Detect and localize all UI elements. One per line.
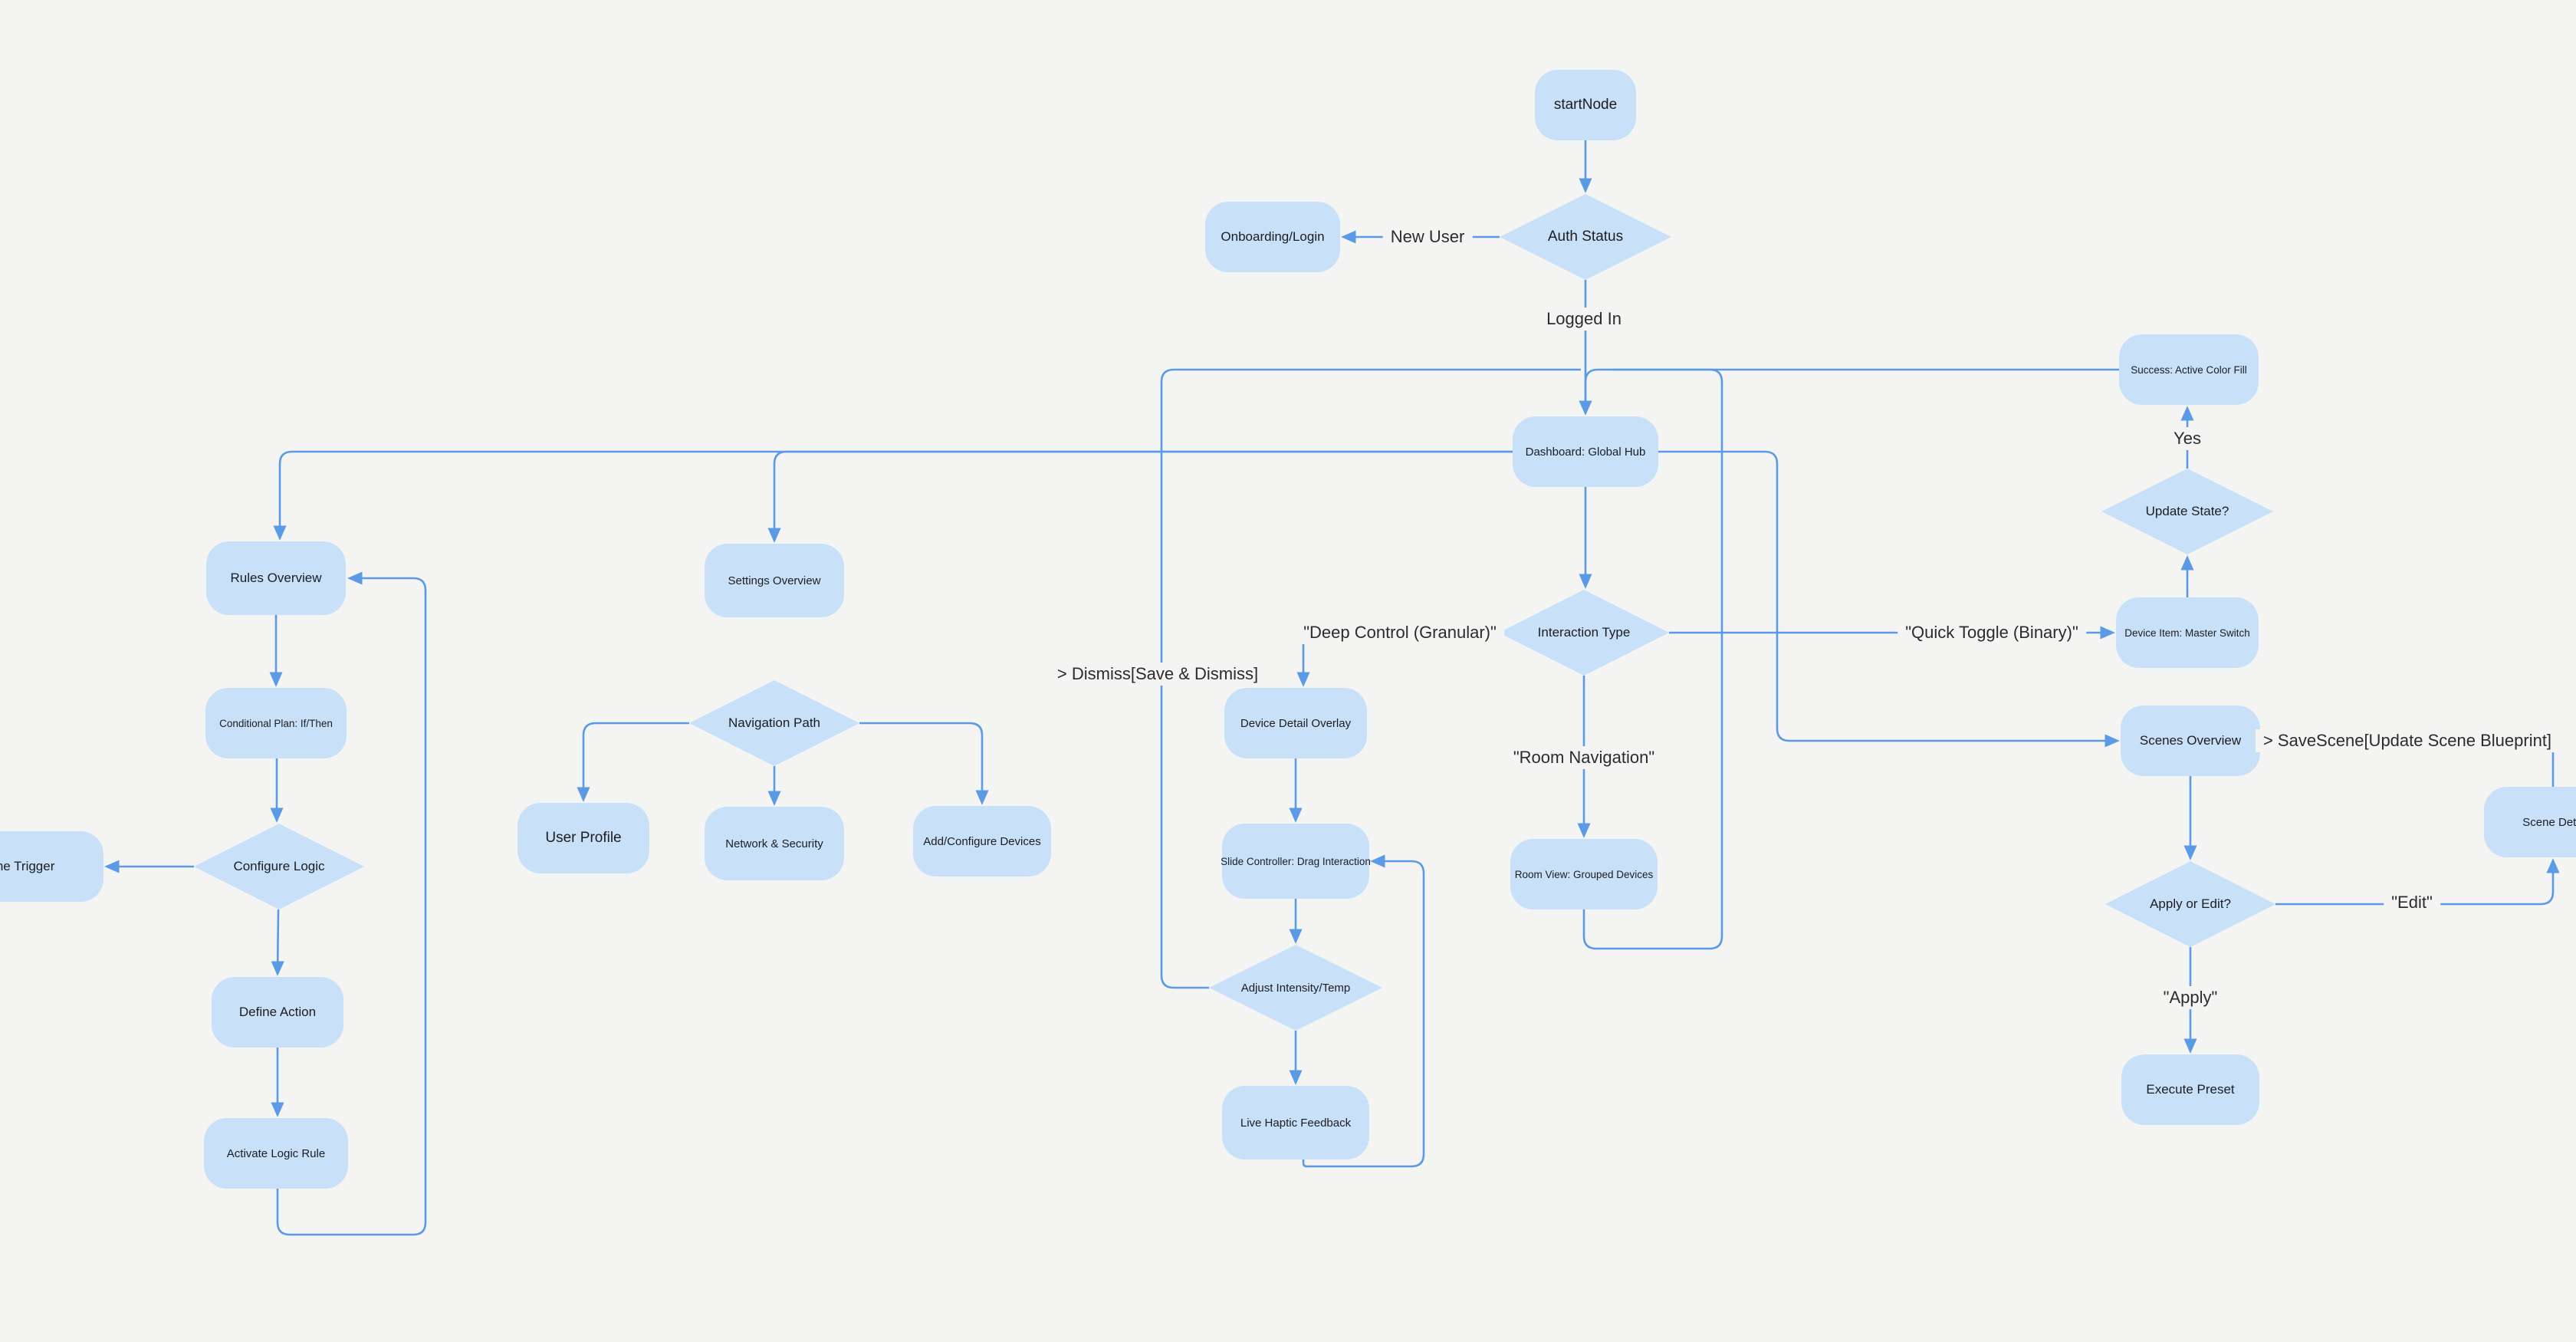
node-label: Conditional Plan: If/Then xyxy=(219,717,333,729)
edge-label-auth-dash: Logged In xyxy=(1539,308,1629,331)
node-roomview: Room View: Grouped Devices xyxy=(1510,839,1658,909)
node-scenes: Scenes Overview xyxy=(2121,706,2260,776)
node-label: Auth Status xyxy=(1547,229,1624,245)
node-label: Slide Controller: Drag Interaction xyxy=(1221,855,1371,867)
node-netsec: Network & Security xyxy=(705,807,844,880)
edge-haptic-slide xyxy=(1302,854,1425,1168)
node-label: Apply or Edit? xyxy=(2150,896,2231,911)
node-success: Success: Active Color Fill xyxy=(2119,334,2259,405)
node-scenedetail: Scene Detail Settings xyxy=(2484,787,2576,857)
edge-dash-rules xyxy=(273,450,1513,541)
edge-label-update-success: Yes xyxy=(2166,427,2209,450)
node-label: Activate Logic Rule xyxy=(226,1146,326,1160)
node-label: Device Detail Overlay xyxy=(1240,716,1352,730)
node-userprof: User Profile xyxy=(518,803,649,873)
node-label: Room View: Grouped Devices xyxy=(1514,868,1654,880)
node-label: Navigation Path xyxy=(728,715,821,730)
edge-label-interact-devdetail: "Deep Control (Granular)" xyxy=(1296,621,1504,644)
node-label: Onboarding/Login xyxy=(1221,229,1325,244)
node-haptic: Live Haptic Feedback xyxy=(1222,1086,1369,1159)
node-label: Network & Security xyxy=(725,837,823,850)
edge-label-adjust-dash: > Dismiss[Save & Dismiss] xyxy=(1049,663,1267,686)
node-label: Define Action xyxy=(238,1005,317,1019)
node-exec: Execute Preset xyxy=(2121,1054,2259,1125)
edge-dash-scenes xyxy=(1658,450,2120,748)
node-onboard: Onboarding/Login xyxy=(1205,202,1340,272)
edge-label-auth-onboard: New User xyxy=(1382,225,1473,248)
edge-label-interact-roomview: "Room Navigation" xyxy=(1505,746,1663,769)
node-label: Dashboard: Global Hub xyxy=(1525,445,1646,459)
node-label: Add/Configure Devices xyxy=(923,834,1041,848)
node-label: startNode xyxy=(1553,97,1618,113)
edge-dash-settings xyxy=(767,450,1513,543)
node-label: Scenes Overview xyxy=(2139,733,2242,748)
node-label: Update State? xyxy=(2145,504,2229,518)
node-label: Adjust Intensity/Temp xyxy=(1240,981,1351,995)
node-label: Success: Active Color Fill xyxy=(2131,363,2247,376)
node-label: Live Haptic Feedback xyxy=(1240,1116,1352,1130)
node-trigger: Define Trigger xyxy=(0,831,104,902)
node-label: Define Trigger xyxy=(0,859,55,873)
node-label: Device Item: Master Switch xyxy=(2124,627,2250,639)
node-settings: Settings Overview xyxy=(705,544,844,617)
node-switch: Device Item: Master Switch xyxy=(2116,597,2259,668)
node-rules: Rules Overview xyxy=(206,541,346,615)
edge-label-applyedit-exec: "Apply" xyxy=(2155,986,2226,1009)
node-condplan: Conditional Plan: If/Then xyxy=(205,688,347,758)
node-start: startNode xyxy=(1535,70,1636,140)
edge-label-applyedit-scenedetail: "Edit" xyxy=(2384,891,2440,914)
edge-label-scenedetail-scenes: > SaveScene[Update Scene Blueprint] xyxy=(2255,729,2560,752)
edge-activate-rules xyxy=(276,571,427,1236)
node-defaction: Define Action xyxy=(212,977,343,1048)
node-label: Settings Overview xyxy=(728,574,821,587)
node-label: Rules Overview xyxy=(230,571,322,585)
edge-applyedit-scenedetail xyxy=(2275,858,2560,906)
edge-success-dash xyxy=(1584,368,2119,400)
node-label: User Profile xyxy=(545,830,622,846)
edge-roomview-dash xyxy=(1582,368,1723,950)
edge-navpath-addconf xyxy=(859,722,989,805)
node-label: Configure Logic xyxy=(233,859,325,873)
node-addconf: Add/Configure Devices xyxy=(913,806,1051,877)
node-activate: Activate Logic Rule xyxy=(204,1118,348,1189)
edge-label-interact-switch: "Quick Toggle (Binary)" xyxy=(1898,621,2086,644)
node-label: Execute Preset xyxy=(2146,1082,2235,1097)
node-devdetail: Device Detail Overlay xyxy=(1224,688,1367,758)
node-label: Interaction Type xyxy=(1537,625,1631,640)
node-label: Scene Detail Settings xyxy=(2522,815,2576,829)
node-slide: Slide Controller: Drag Interaction xyxy=(1221,824,1371,899)
edge-navpath-userprof xyxy=(577,722,689,802)
node-dash: Dashboard: Global Hub xyxy=(1513,416,1658,487)
